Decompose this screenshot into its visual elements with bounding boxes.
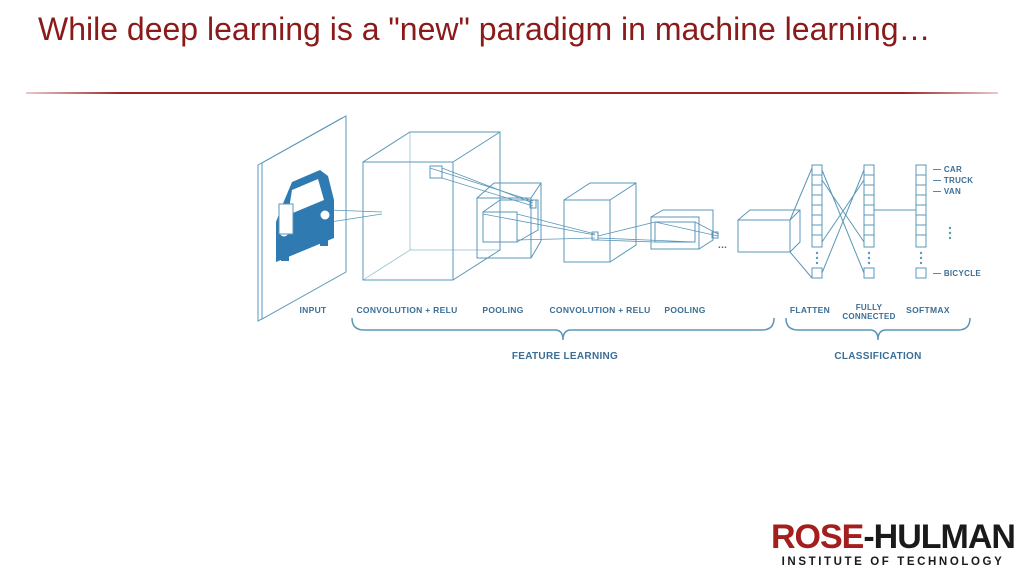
flatten-label: FLATTEN xyxy=(790,305,830,315)
logo-hulman-text: -HULMAN xyxy=(863,518,1016,556)
classification-brace xyxy=(785,317,971,341)
softmax-label: SOFTMAX xyxy=(906,305,950,315)
fully-label: FULLY xyxy=(856,303,883,312)
class-bicycle-label: — BICYCLE xyxy=(933,269,981,278)
rose-hulman-logo: ROSE-HULMAN INSTITUTE OF TECHNOLOGY xyxy=(768,520,1018,568)
softmax-vector xyxy=(874,164,927,279)
pool1-label: POOLING xyxy=(482,305,523,315)
flatten-vector xyxy=(789,164,823,279)
vertical-ellipses xyxy=(815,226,952,265)
projection-lines xyxy=(329,167,719,243)
feature-learning-brace xyxy=(351,317,775,341)
logo-wordmark: ROSE-HULMAN xyxy=(768,520,1018,554)
class-van-label: — VAN xyxy=(933,187,961,196)
pool2-label: POOLING xyxy=(664,305,705,315)
conv2-volume xyxy=(563,182,637,263)
classification-label: CLASSIFICATION xyxy=(834,351,921,362)
conv1-volume xyxy=(362,131,501,281)
conv2-label: CONVOLUTION + RELU xyxy=(549,305,650,315)
input-label: INPUT xyxy=(300,305,328,315)
connected-label: CONNECTED xyxy=(842,312,895,321)
class-truck-label: — TRUCK xyxy=(933,176,973,185)
car-icon xyxy=(276,170,334,262)
title-divider xyxy=(26,92,998,94)
layers-ellipsis: ... xyxy=(718,240,727,251)
conv1-label: CONVOLUTION + RELU xyxy=(356,305,457,315)
logo-subtitle: INSTITUTE OF TECHNOLOGY xyxy=(781,556,1005,568)
fc-vector xyxy=(821,164,875,279)
pool1-volume xyxy=(476,182,542,259)
logo-rose-text: ROSE xyxy=(771,518,864,556)
flatten-block xyxy=(737,209,801,253)
class-car-label: — CAR xyxy=(933,165,962,174)
feature-learning-label: FEATURE LEARNING xyxy=(512,351,618,362)
pool2-volume xyxy=(650,209,719,250)
slide-title: While deep learning is a "new" paradigm … xyxy=(38,11,931,47)
